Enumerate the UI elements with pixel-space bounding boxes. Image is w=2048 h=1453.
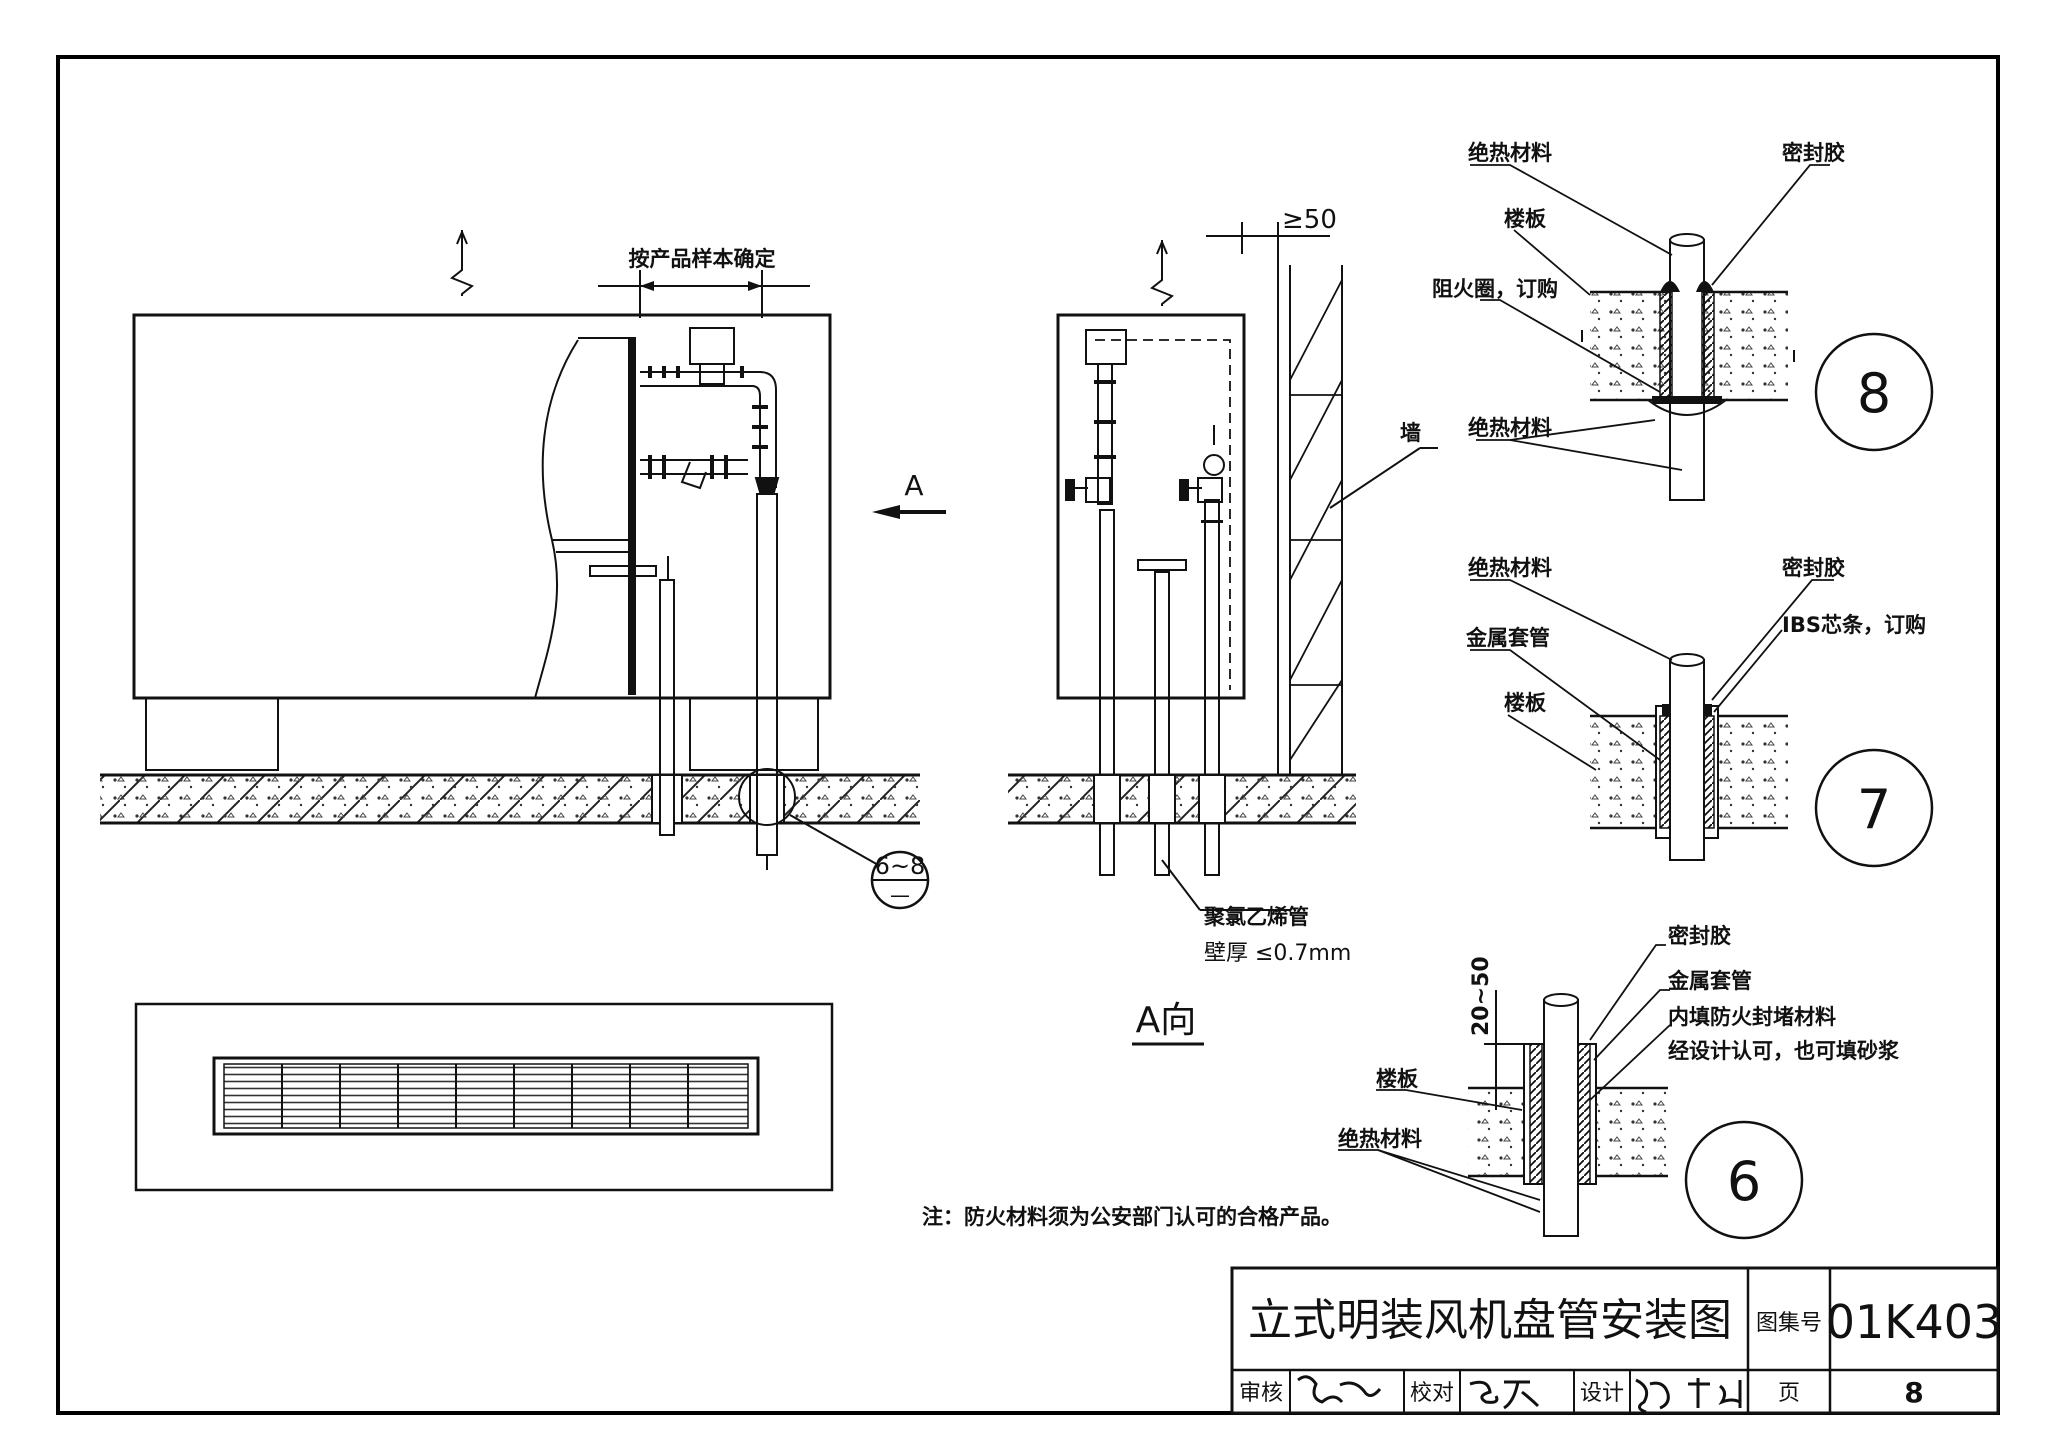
label-fill-2: 经设计认可，也可填砂浆 bbox=[1668, 1039, 1900, 1063]
atlas-label: 图集号 bbox=[1756, 1311, 1822, 1336]
label-floor-slab: 楼板 bbox=[1376, 1067, 1419, 1091]
side-view: 按产品样本确定 bbox=[100, 230, 946, 910]
dim-20-50: 20~50 bbox=[1469, 956, 1494, 1036]
note: 注：防火材料须为公安部门认可的合格产品。 bbox=[922, 1205, 1342, 1229]
designer-signature bbox=[1635, 1378, 1742, 1414]
label-insulation-top: 绝热材料 bbox=[1468, 141, 1552, 165]
a-view-title: A向 bbox=[1136, 1000, 1197, 1041]
label-insulation-bottom: 绝热材料 bbox=[1468, 416, 1552, 440]
label-ibs-strip: IBS芯条，订购 bbox=[1782, 613, 1926, 637]
coil-header bbox=[628, 337, 636, 695]
fan-coil-unit-side bbox=[1056, 313, 1246, 700]
label-sealant: 密封胶 bbox=[1782, 141, 1845, 165]
detail-6-marker bbox=[1684, 1120, 1804, 1240]
grille-plan-view bbox=[134, 1002, 834, 1192]
cutaway-curve bbox=[534, 339, 579, 699]
detail-ref-circle bbox=[738, 768, 796, 826]
label-sealant: 密封胶 bbox=[1782, 556, 1845, 580]
label-insulation: 绝热材料 bbox=[1468, 556, 1552, 580]
label-insulation: 绝热材料 bbox=[1338, 1127, 1422, 1151]
wall-label: 墙 bbox=[1400, 421, 1421, 445]
checker-signature bbox=[1469, 1380, 1540, 1410]
unit-leg bbox=[145, 697, 279, 771]
check-label: 校对 bbox=[1410, 1381, 1454, 1406]
side-dimension: 按产品样本确定 bbox=[598, 247, 810, 318]
a-view-dimension-label: ≥50 bbox=[1282, 205, 1337, 235]
wall bbox=[1277, 250, 1343, 775]
label-floor-slab: 楼板 bbox=[1504, 691, 1547, 715]
design-label: 设计 bbox=[1580, 1381, 1624, 1406]
detail-8-number: 8 bbox=[1857, 362, 1891, 425]
fan-coil-unit-casing bbox=[132, 313, 832, 700]
sheet-border bbox=[56, 55, 2000, 1415]
label-metal-sleeve: 金属套管 bbox=[1667, 969, 1752, 993]
a-view-dimension: ≥50 bbox=[1206, 205, 1337, 254]
detail-6: 20~50 密封胶 金属套管 内填防火封堵材料 经设计认可，也可填砂浆 楼板 绝… bbox=[1338, 924, 1900, 1240]
side-dimension-label: 按产品样本确定 bbox=[629, 247, 776, 271]
label-floor-slab: 楼板 bbox=[1504, 207, 1547, 231]
label-fire-collar: 阻火圈，订购 bbox=[1432, 277, 1558, 301]
atlas-number: 01K403 bbox=[1826, 1295, 2003, 1349]
detail-8-marker bbox=[1814, 332, 1934, 452]
detail-7-marker bbox=[1814, 748, 1934, 868]
review-label: 审核 bbox=[1239, 1381, 1283, 1406]
title-block: 立式明装风机盘管安装图 图集号 01K403 审核 校对 设计 页 8 bbox=[1230, 1266, 2003, 1415]
page-label: 页 bbox=[1778, 1381, 1800, 1406]
page-number: 8 bbox=[1904, 1376, 1923, 1409]
drawing-title: 立式明装风机盘管安装图 bbox=[1248, 1295, 1732, 1346]
detail-7: 绝热材料 密封胶 IBS芯条，订购 金属套管 楼板 7 bbox=[1465, 556, 1934, 868]
detail-8: 绝热材料 密封胶 楼板 阻火圈，订购 绝热材料 8 bbox=[1432, 141, 1934, 501]
view-arrow-a: A bbox=[872, 469, 946, 519]
pipe-wall-thickness-label: 壁厚 ≤0.7mm bbox=[1204, 941, 1351, 966]
break-mark bbox=[450, 230, 474, 296]
detail-index-number: 6~8 bbox=[875, 852, 926, 880]
svg-text:A: A bbox=[904, 469, 923, 502]
pvc-pipe-label: 聚氯乙烯管 bbox=[1203, 905, 1309, 929]
reviewer-signature bbox=[1297, 1375, 1382, 1404]
detail-6-number: 6 bbox=[1727, 1150, 1761, 1213]
label-sealant: 密封胶 bbox=[1668, 924, 1731, 948]
label-metal-sleeve: 金属套管 bbox=[1465, 626, 1550, 650]
a-view: ≥50 bbox=[1008, 205, 1438, 1046]
unit-leg bbox=[689, 697, 819, 771]
label-fill-1: 内填防火封堵材料 bbox=[1668, 1005, 1836, 1029]
detail-7-number: 7 bbox=[1857, 778, 1891, 841]
detail-index-sheet: — bbox=[890, 883, 910, 907]
